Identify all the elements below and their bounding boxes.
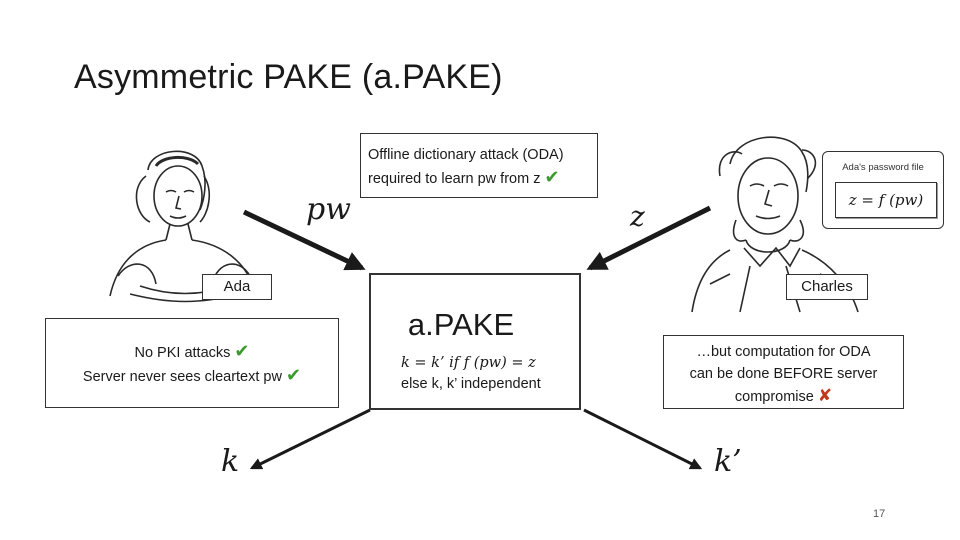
arrow-k — [249, 408, 371, 470]
server-line3-row: compromise ✘ — [664, 385, 903, 408]
slide-title: Asymmetric PAKE (a.PAKE) — [74, 58, 503, 96]
apake-rule-line1: k = k’ if f (pw) = z — [401, 355, 536, 371]
ada-props-line2-row: Server never sees cleartext pw ✔ — [46, 364, 338, 388]
password-file-box: Ada's password file z = f (pw) — [822, 151, 944, 229]
apake-title: a.PAKE — [407, 307, 515, 342]
oda-box: Offline dictionary attack (ODA) required… — [360, 133, 598, 198]
password-file-formula-box: z = f (pw) — [835, 182, 937, 218]
oda-line2-row: required to learn pw from z ✔ — [368, 166, 597, 190]
arrow-z — [586, 205, 712, 271]
pw-symbol: pw — [306, 192, 351, 227]
page-number: 17 — [873, 508, 886, 520]
apake-rule: k = k’ if f (pw) = z else k, k’ independ… — [401, 353, 579, 395]
server-line2: can be done BEFORE server — [689, 366, 878, 382]
server-line3: compromise — [734, 389, 814, 405]
apake-rule-line2: else k, k’ independent — [401, 376, 541, 392]
server-never-sees-text: Server never sees cleartext pw — [82, 369, 282, 385]
check-icon: ✔ — [234, 341, 250, 361]
z-symbol: z — [630, 200, 645, 233]
server-line1: …but computation for ODA — [696, 344, 871, 360]
ada-props-line1-row: No PKI attacks ✔ — [46, 340, 338, 364]
arrow-k-prime — [583, 408, 703, 470]
password-file-caption: Ada's password file — [842, 162, 924, 173]
no-pki-text: No PKI attacks — [134, 345, 231, 361]
charles-label-box: Charles — [786, 274, 868, 300]
ada-label-box: Ada — [202, 274, 272, 300]
server-compromise-box: …but computation for ODA can be done BEF… — [663, 335, 904, 409]
charles-portrait-image — [691, 136, 859, 313]
arrow-pw — [242, 209, 366, 271]
check-icon: ✔ — [544, 167, 560, 187]
apake-box: a.PAKE k = k’ if f (pw) = z else k, k’ i… — [369, 273, 581, 410]
oda-line2: required to learn pw from z — [368, 171, 541, 187]
password-file-formula: z = f (pw) — [848, 191, 924, 209]
oda-line1: Offline dictionary attack (ODA) — [368, 147, 564, 163]
k-symbol: k — [221, 444, 240, 479]
cross-icon: ✘ — [817, 386, 833, 405]
ada-properties-box: No PKI attacks ✔ Server never sees clear… — [45, 318, 339, 408]
ada-label: Ada — [223, 278, 251, 295]
charles-label: Charles — [801, 278, 853, 295]
check-icon: ✔ — [286, 365, 302, 385]
k-prime-symbol: k’ — [714, 444, 742, 479]
